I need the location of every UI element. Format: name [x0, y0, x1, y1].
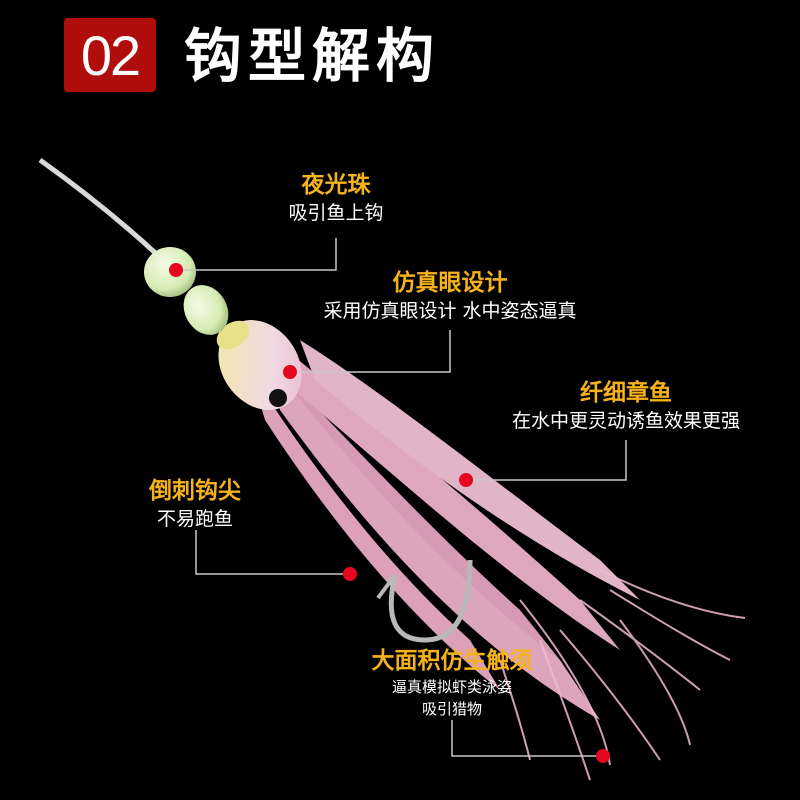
callout-eye-desc: 采用仿真眼设计 水中姿态逼真 — [323, 300, 577, 322]
callout-tentacle: 大面积仿生触须 逼真模拟虾类泳姿 吸引猎物 — [330, 646, 574, 720]
fishing-line — [38, 157, 167, 264]
page-title: 钩型解构 — [184, 22, 441, 90]
section-number: 02 — [80, 23, 141, 87]
marker-bead — [169, 263, 183, 277]
tentacle-strands — [499, 569, 746, 781]
callout-bead-desc: 吸引鱼上钩 — [288, 202, 384, 224]
marker-octopus — [459, 473, 473, 487]
leader-line-bead — [176, 238, 337, 271]
callout-octopus-heading: 纤细章鱼 — [580, 380, 672, 406]
octopus-eye — [269, 389, 287, 407]
callout-octopus-desc: 在水中更灵动诱鱼效果更强 — [511, 410, 740, 432]
leader-line-eye — [290, 330, 451, 373]
callout-eye-heading: 仿真眼设计 — [392, 270, 508, 296]
leader-line-tentacle — [451, 720, 603, 757]
leader-line-octopus — [466, 440, 627, 481]
section-number-badge: 02 — [64, 18, 156, 92]
callout-barb: 倒刺钩尖 不易跑鱼 — [120, 476, 270, 532]
marker-eye — [283, 365, 297, 379]
callout-octopus: 纤细章鱼 在水中更灵动诱鱼效果更强 — [486, 378, 766, 434]
callout-bead-heading: 夜光珠 — [301, 172, 371, 198]
glow-bead-oval — [183, 285, 229, 335]
callout-tentacle-desc-line2: 吸引猎物 — [421, 700, 482, 718]
marker-barb — [343, 567, 357, 581]
callout-barb-heading: 倒刺钩尖 — [149, 478, 241, 504]
hook — [388, 559, 473, 643]
callout-eye: 仿真眼设计 采用仿真眼设计 水中姿态逼真 — [300, 268, 600, 324]
octopus-skirt — [250, 340, 640, 720]
callout-bead: 夜光珠 吸引鱼上钩 — [260, 170, 412, 226]
callout-barb-desc: 不易跑鱼 — [156, 508, 233, 530]
leader-line-barb — [195, 530, 350, 575]
marker-tentacle — [596, 749, 610, 763]
callout-tentacle-desc-line1: 逼真模拟虾类泳姿 — [391, 678, 512, 696]
callout-tentacle-heading: 大面积仿生触须 — [371, 648, 533, 674]
